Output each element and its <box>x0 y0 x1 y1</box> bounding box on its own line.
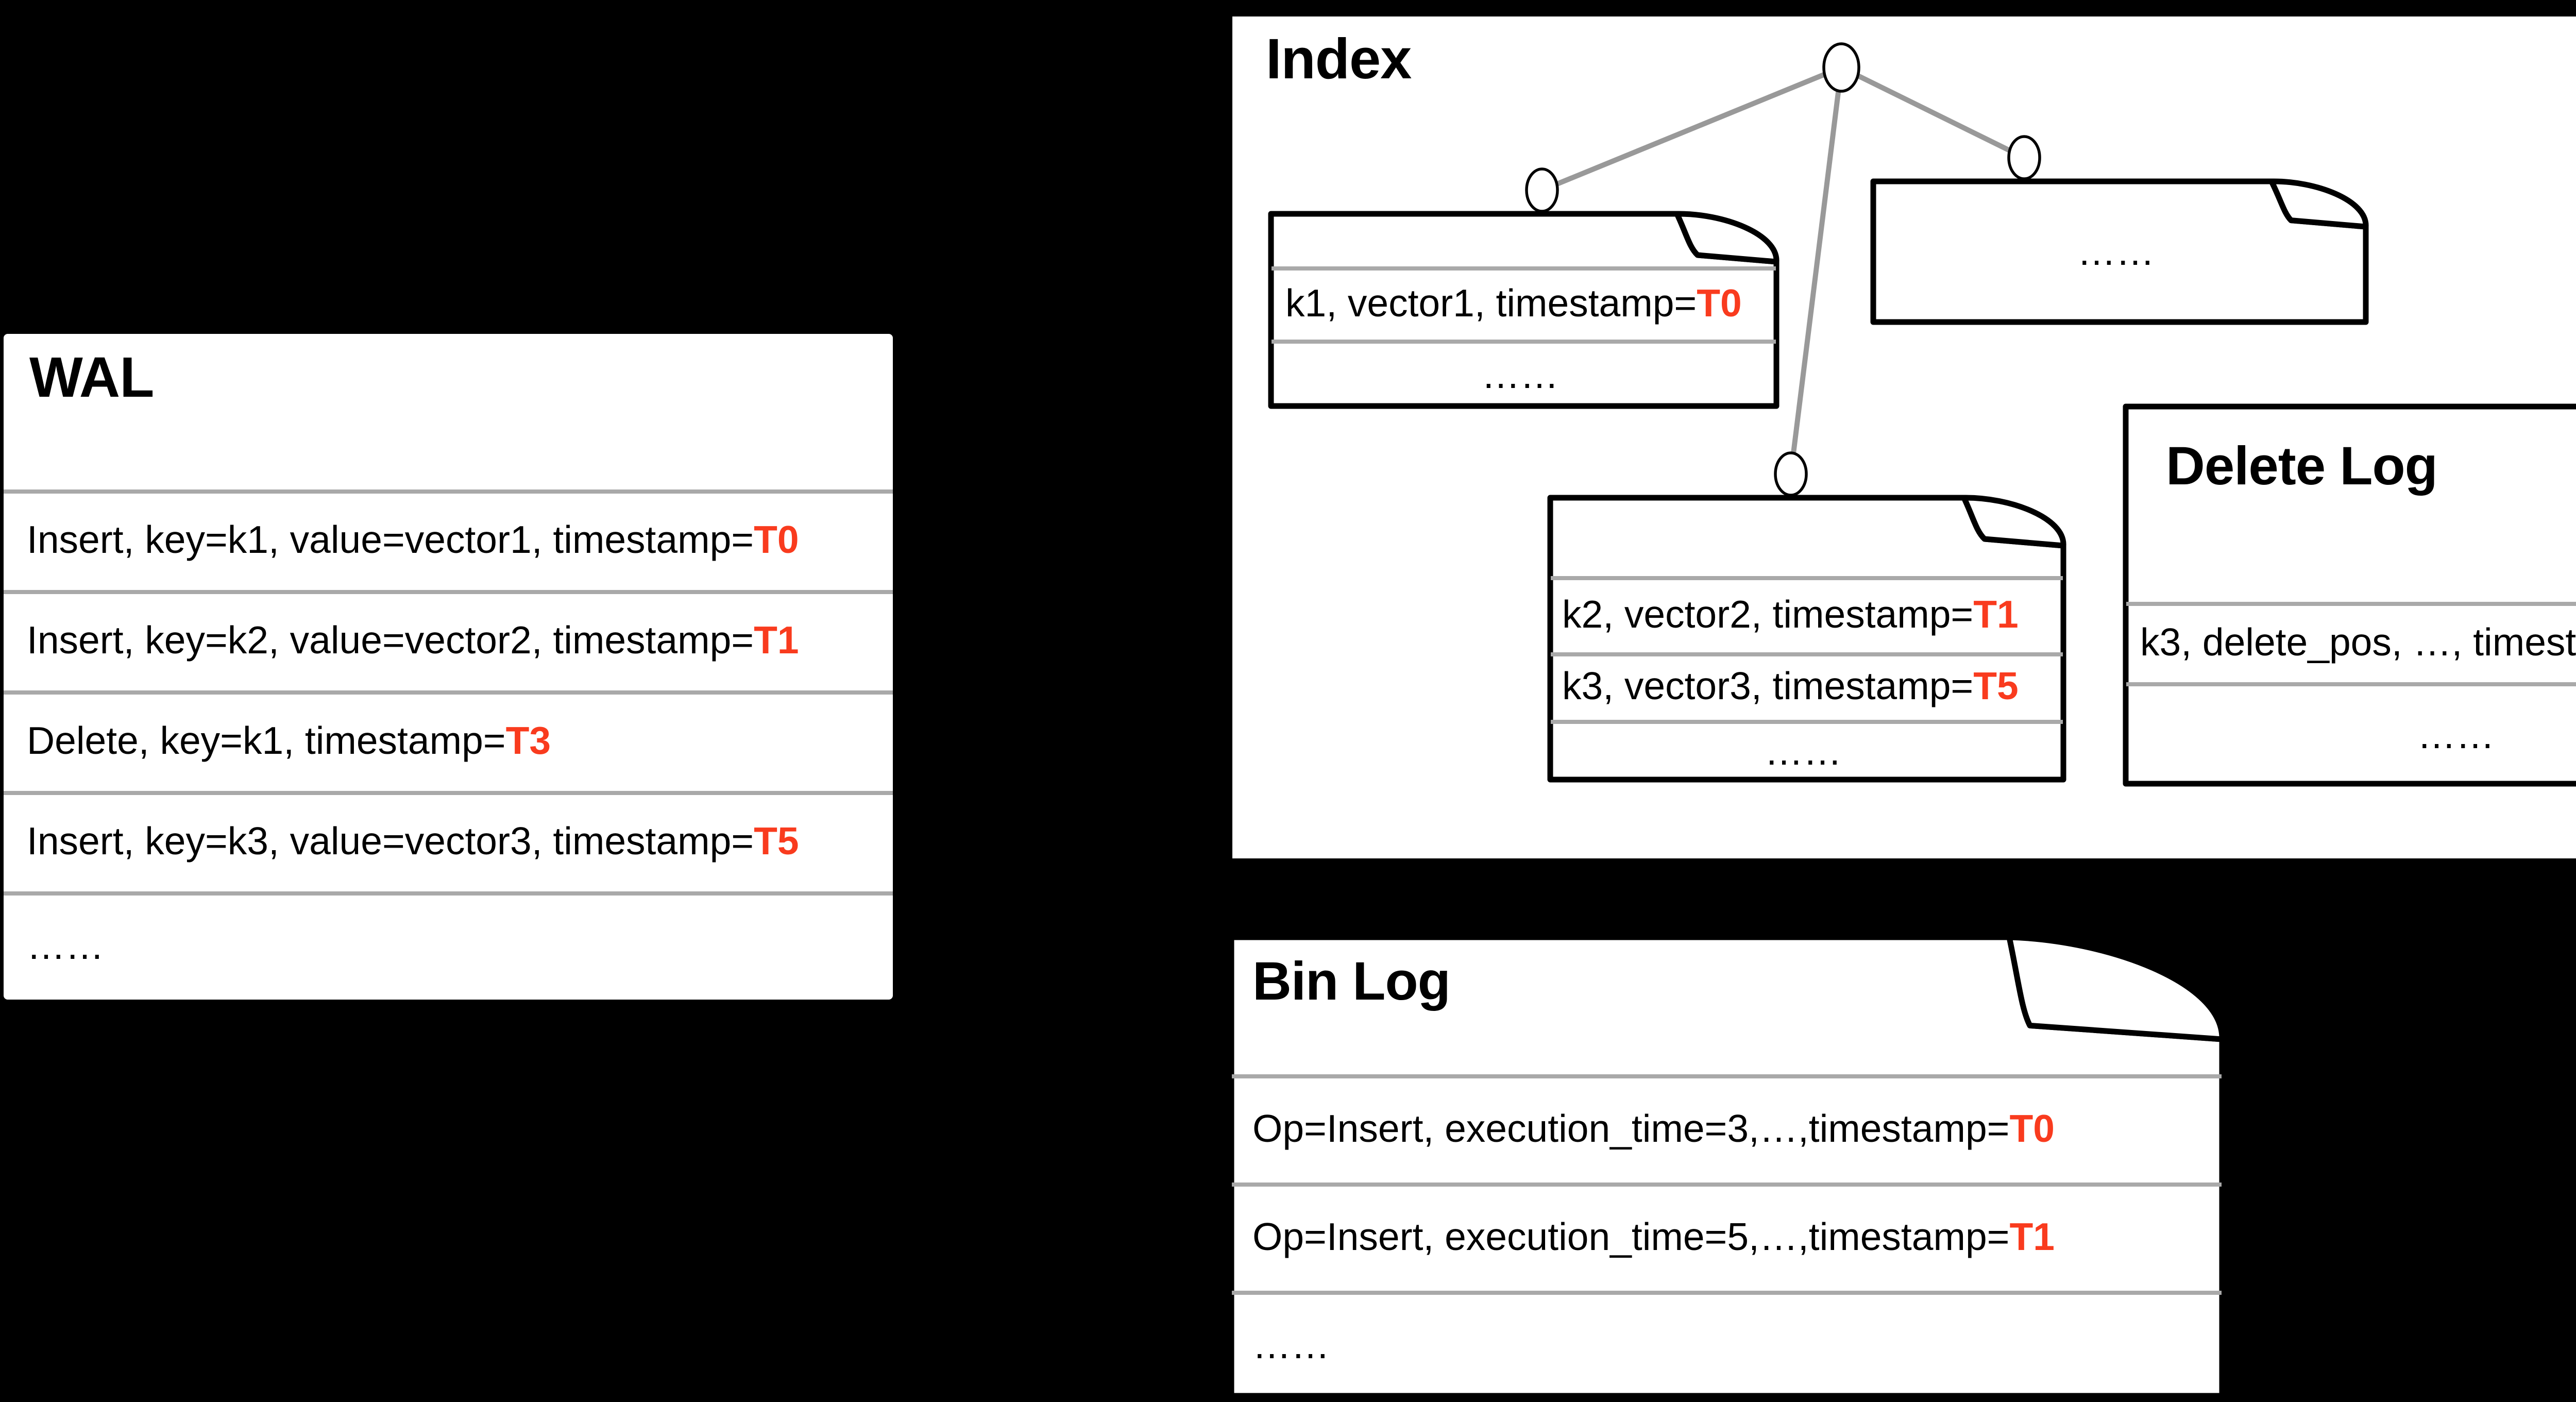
timestamp-value: T5 <box>754 819 799 863</box>
row-separator <box>4 590 893 594</box>
record-text: k1, vector1, timestamp= <box>1285 281 1697 325</box>
wal-box: WAL Insert, key=k1, value=vector1, times… <box>4 334 893 1000</box>
document-page-icon <box>1228 934 2225 1399</box>
record-row: Insert, key=k3, value=vector3, timestamp… <box>4 791 886 891</box>
record-row: k1, vector1, timestamp=T0 <box>1267 266 1773 340</box>
record-text: Insert, key=k2, value=vector2, timestamp… <box>27 618 754 662</box>
delete-log-document: Delete Log k3, delete_pos, …, timestamp=… <box>2122 403 2576 787</box>
record-text: …… <box>1252 1323 1330 1366</box>
record-row: …… <box>1267 340 1773 410</box>
timestamp-value: T1 <box>754 618 799 662</box>
record-text: …… <box>27 923 104 967</box>
wal-title: WAL <box>29 346 154 409</box>
timestamp-value: T0 <box>754 518 799 561</box>
document-page-icon <box>1870 178 2369 325</box>
timestamp-value: T1 <box>1973 592 2019 636</box>
record-text: Op=Insert, execution_time=3,…,timestamp= <box>1252 1106 2010 1150</box>
document-page-icon <box>1268 211 1780 409</box>
timestamp-value: T0 <box>2009 1106 2055 1150</box>
row-separator <box>4 489 893 494</box>
record-row: …… <box>4 891 886 1000</box>
record-row: k2, vector2, timestamp=T1 <box>1547 576 2060 652</box>
delete-log-title: Delete Log <box>2166 436 2438 496</box>
index-segment-k1-document: k1, vector1, timestamp=T0 …… <box>1267 210 1780 410</box>
timestamp-value: T3 <box>505 719 551 762</box>
row-separator <box>4 690 893 695</box>
record-row: Delete, key=k1, timestamp=T3 <box>4 690 886 791</box>
record-text: Insert, key=k3, value=vector3, timestamp… <box>27 819 754 863</box>
index-title: Index <box>1266 27 1412 91</box>
row-separator <box>1551 720 2063 724</box>
document-page-icon <box>2123 403 2576 787</box>
record-row: k3, delete_pos, …, timestamp=T3 <box>2122 602 2576 682</box>
bin-log-title: Bin Log <box>1252 951 1451 1011</box>
record-row: Op=Insert, execution_time=3,…,timestamp=… <box>1228 1074 2218 1183</box>
row-separator <box>1272 266 1776 271</box>
row-separator <box>4 791 893 795</box>
record-text: …… <box>2077 230 2155 273</box>
row-separator <box>1232 1074 2222 1078</box>
record-text: k3, vector3, timestamp= <box>1562 664 1974 707</box>
row-separator <box>2126 682 2576 686</box>
record-row: …… <box>1870 178 2362 326</box>
row-separator <box>1232 1291 2222 1295</box>
row-separator <box>4 891 893 896</box>
record-text: Op=Insert, execution_time=5,…,timestamp= <box>1252 1214 2010 1258</box>
row-separator <box>2126 602 2576 606</box>
document-page-icon <box>1547 495 2066 783</box>
row-separator <box>1551 652 2063 656</box>
row-separator <box>1551 576 2063 580</box>
index-segment-more-document: …… <box>1870 178 2369 326</box>
record-row: …… <box>1228 1291 2218 1399</box>
timestamp-value: T0 <box>1697 281 1742 325</box>
record-text: k2, vector2, timestamp= <box>1562 592 1974 636</box>
record-text: …… <box>1765 730 1842 773</box>
row-separator <box>1232 1183 2222 1187</box>
record-row: …… <box>2122 682 2576 787</box>
record-text: …… <box>1481 352 1559 396</box>
record-row: …… <box>1547 720 2060 783</box>
row-separator <box>1272 340 1776 344</box>
record-row: Op=Insert, execution_time=5,…,timestamp=… <box>1228 1183 2218 1291</box>
record-text: Delete, key=k1, timestamp= <box>27 719 506 762</box>
bin-log-document: Bin Log Op=Insert, execution_time=3,…,ti… <box>1228 934 2226 1399</box>
record-row: k3, vector3, timestamp=T5 <box>1547 652 2060 720</box>
record-text: …… <box>2417 713 2495 756</box>
record-row: Insert, key=k1, value=vector1, timestamp… <box>4 489 886 590</box>
timestamp-value: T5 <box>1973 664 2019 707</box>
record-row: Insert, key=k2, value=vector2, timestamp… <box>4 590 886 690</box>
record-text: Insert, key=k1, value=vector1, timestamp… <box>27 518 754 561</box>
record-text: k3, delete_pos, …, timestamp= <box>2140 620 2576 664</box>
index-segment-k2k3-document: k2, vector2, timestamp=T1 k3, vector3, t… <box>1547 494 2067 783</box>
timestamp-value: T1 <box>2009 1214 2055 1258</box>
